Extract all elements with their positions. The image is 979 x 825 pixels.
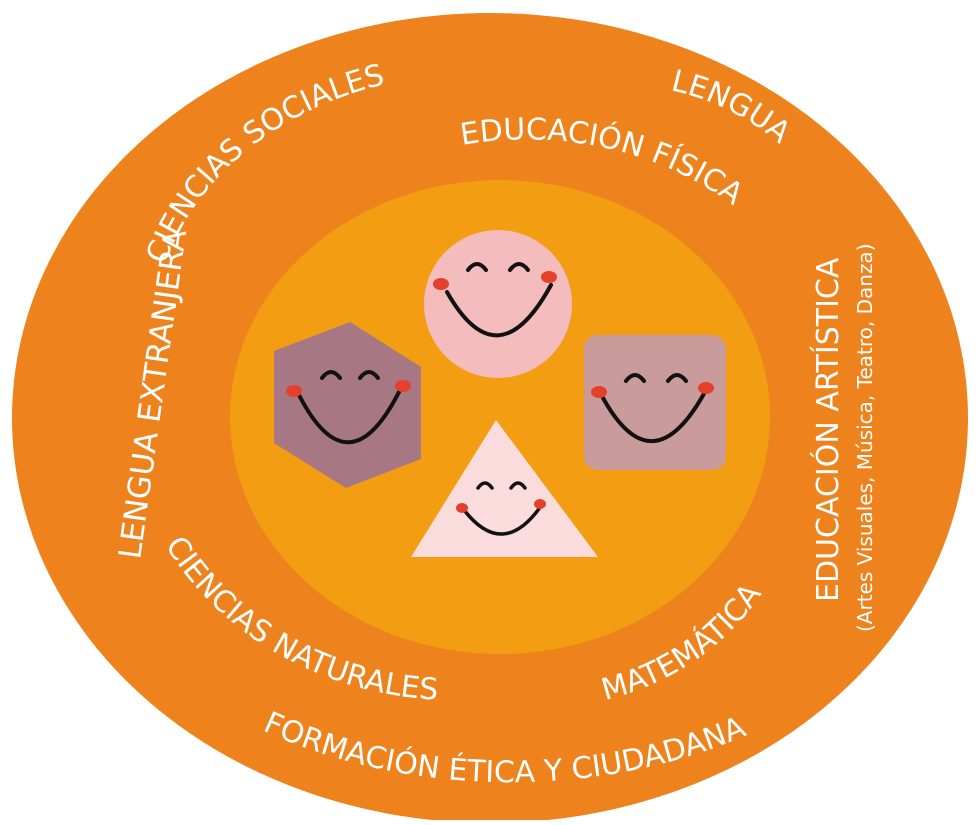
- circle-face: [424, 230, 572, 378]
- label-educacion-artistica: EDUCACIÓN ARTÍSTICA: [809, 257, 846, 602]
- triangle-face: [411, 420, 598, 557]
- square-face: [584, 335, 726, 470]
- label-educacion-artistica-sub: (Artes Visuales, Música, Teatro, Danza): [853, 244, 877, 633]
- hexagon-face: [274, 322, 421, 488]
- inner-circle: [230, 180, 770, 654]
